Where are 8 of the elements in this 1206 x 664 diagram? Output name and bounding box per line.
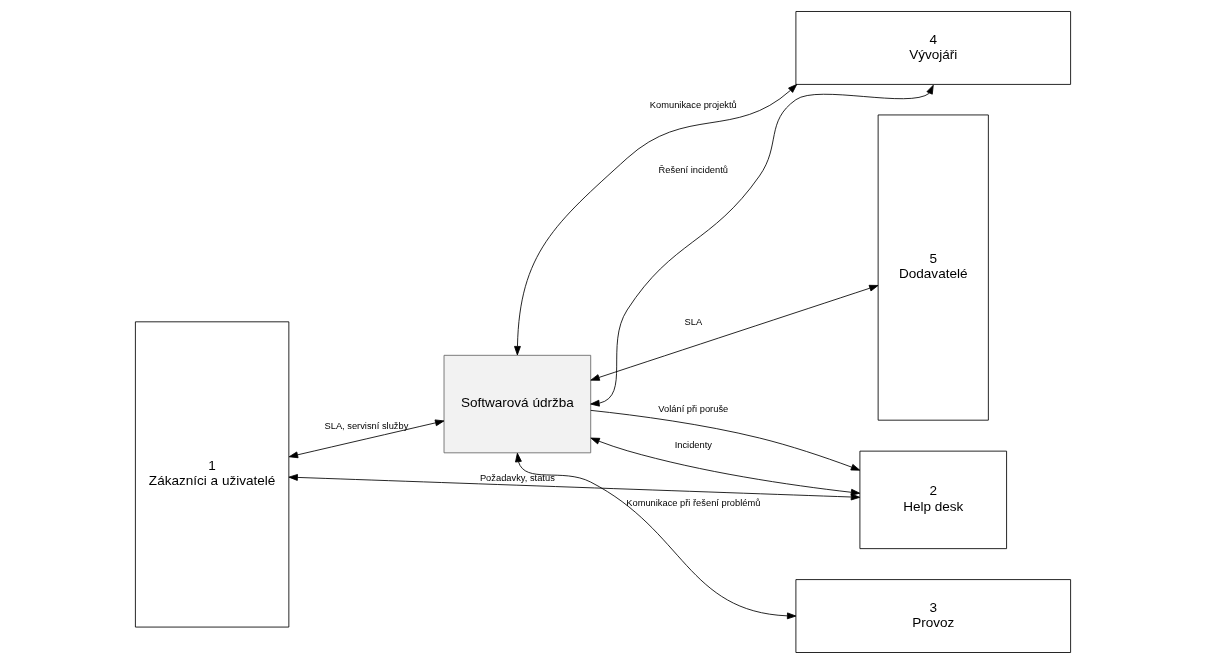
edge-label: Volání při poruše — [658, 404, 729, 415]
edge-label: SLA — [684, 317, 703, 328]
edge-label: Komunikace při řešení problémů — [626, 497, 761, 508]
edge-label: SLA, servisní služby — [324, 420, 409, 431]
edge-label: Řešení incidentů — [658, 165, 728, 176]
edge-label: Požadavky, status — [479, 473, 555, 484]
edge-label: Incidenty — [674, 439, 712, 450]
edge-label: Komunikace projektů — [649, 99, 737, 110]
